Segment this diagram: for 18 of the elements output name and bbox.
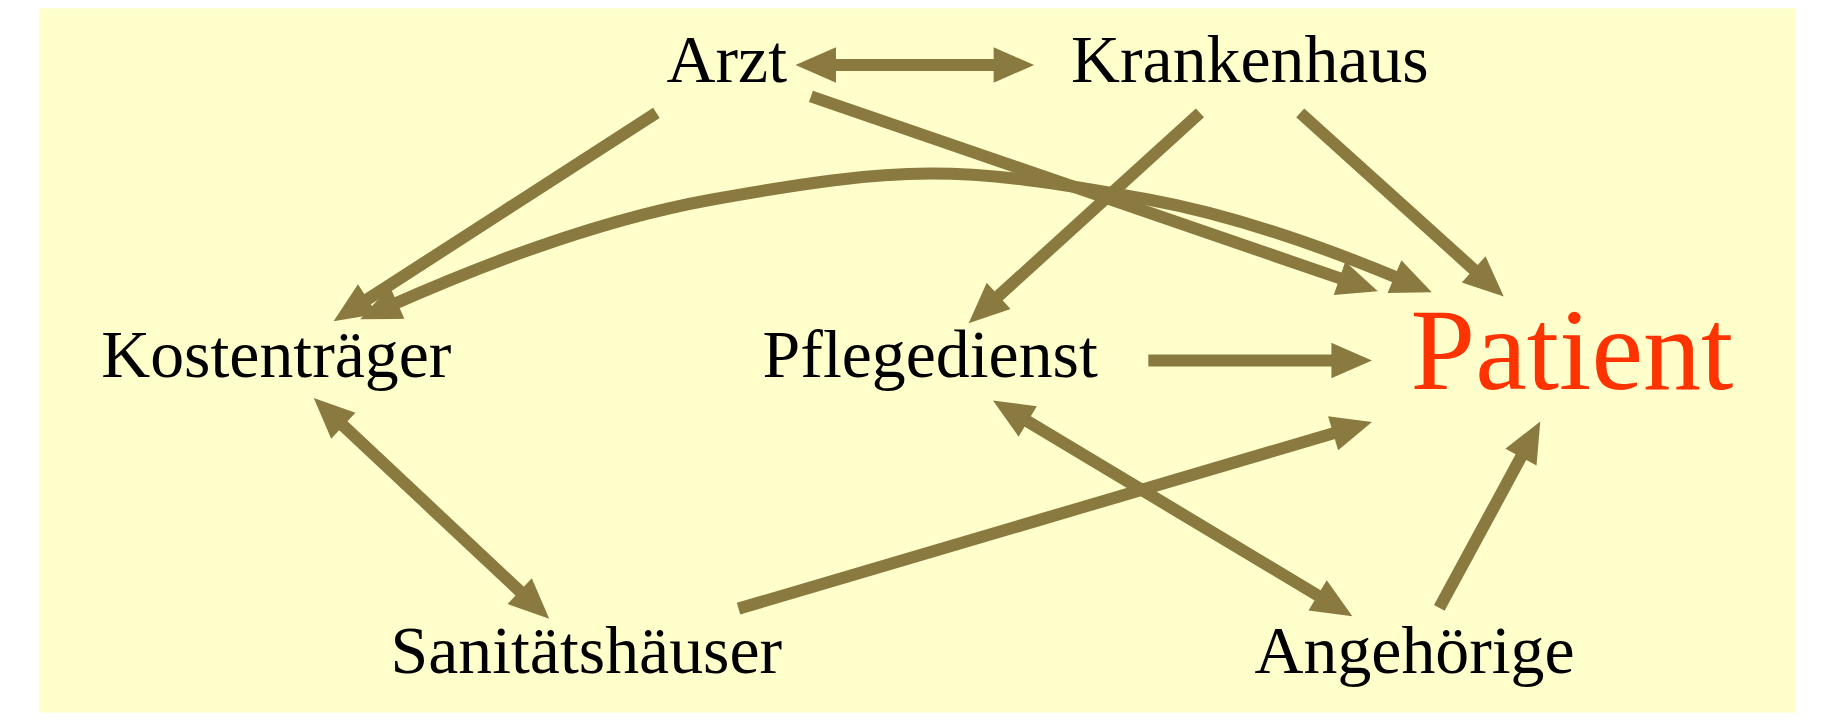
node-text: Sanitätshäuser: [390, 612, 783, 688]
arrow: [795, 47, 1035, 83]
node-text: Kostenträger: [101, 317, 452, 393]
arrow: [333, 107, 660, 322]
arrow: [992, 400, 1353, 617]
arrow: [968, 108, 1205, 324]
arrow: [1433, 421, 1541, 611]
arrow: [1148, 342, 1372, 379]
arrow: [736, 416, 1372, 615]
node-text: Arzt: [666, 21, 788, 97]
node-text: Krankenhaus: [1071, 21, 1429, 97]
node-text: Pflegedienst: [762, 317, 1098, 393]
node-text: Angehörige: [1254, 612, 1575, 688]
arrow: [808, 90, 1378, 295]
node-text: Patient: [1410, 285, 1734, 415]
arrow: [1296, 108, 1504, 297]
arrow: [360, 167, 1432, 320]
arrow: [313, 398, 550, 619]
